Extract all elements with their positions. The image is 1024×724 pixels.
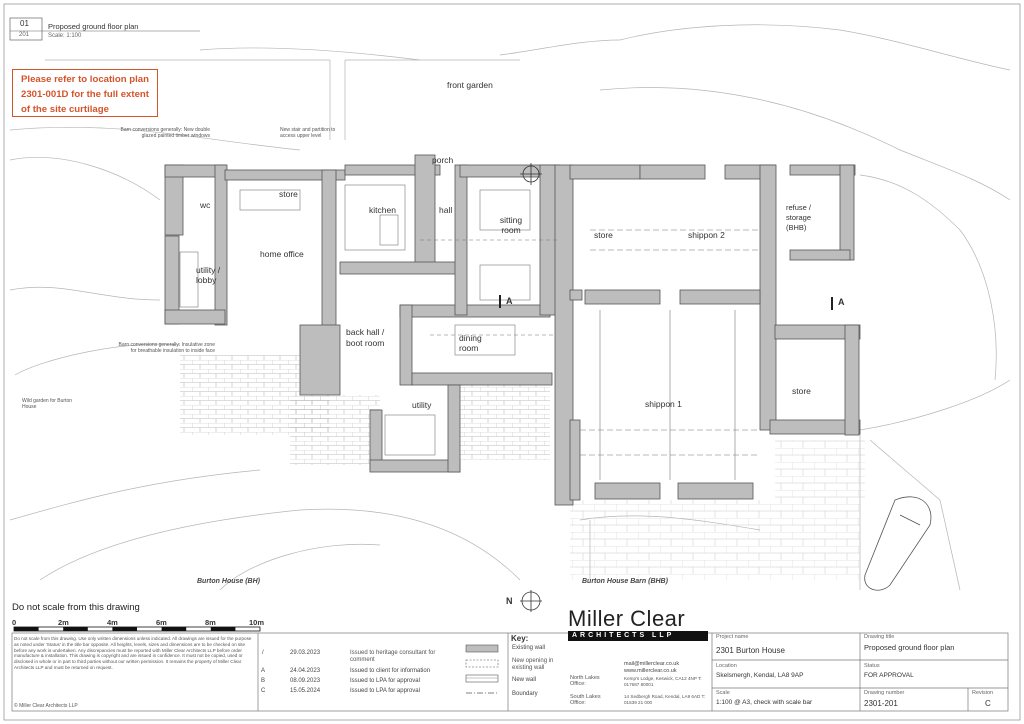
status-label: Status: [864, 663, 880, 669]
drawing-title: Proposed ground floor plan: [864, 643, 955, 652]
room-dining-room: dining room: [459, 333, 482, 353]
drawing-number-label: Drawing number: [864, 690, 905, 696]
label-burton-house-barn: Burton House Barn (BHB): [582, 578, 668, 585]
revision-date: 29.03.2023: [290, 650, 321, 656]
drawing-title-label: Drawing title: [864, 634, 895, 640]
scale-tick-2m: 2m: [58, 618, 69, 627]
scale-bar: [13, 626, 261, 632]
site-context-lines: [9, 24, 1011, 591]
scale-label: Scale: [716, 690, 730, 696]
header-scale: Scale: 1:100: [48, 33, 82, 39]
copyright-text: © Miller Clear Architects LLP: [14, 703, 78, 709]
firm-sub: ARCHITECTS LLP: [572, 632, 675, 639]
scale-tick-10m: 10m: [249, 618, 265, 627]
north-arrow-icon: [520, 163, 542, 612]
revision-rev: /: [262, 650, 264, 656]
revision-desc: Issued to LPA for approval: [350, 678, 420, 684]
room-kitchen: kitchen: [369, 205, 396, 215]
south-office-label: South Lakes Office:: [570, 694, 601, 706]
room-store-small: store: [279, 189, 298, 199]
room-porch: porch: [432, 155, 454, 165]
scale-tick-4m: 4m: [107, 618, 118, 627]
logo-block: [568, 631, 708, 641]
firm-email: mail@millerclear.co.uk: [624, 661, 680, 667]
header-title: Proposed ground floor plan: [48, 22, 139, 31]
room-shippon-1: shippon 1: [645, 399, 682, 409]
north-label: N: [506, 596, 513, 606]
firm-web: www.millerclear.co.uk: [624, 668, 677, 674]
room-refuse-storage: refuse / storage (BHB): [786, 203, 812, 232]
room-utility-lobby: utility / lobby: [196, 265, 221, 285]
revision-desc: Issued to LPA for approval: [350, 688, 420, 694]
key-samples: [465, 644, 499, 694]
room-store-right: store: [792, 386, 811, 396]
interior-lines: [179, 184, 760, 480]
revision-date: 24.04.2023: [290, 668, 321, 674]
room-home-office: home office: [260, 249, 304, 259]
note-new-stair: New stair and partition to access upper …: [280, 127, 336, 139]
revision-desc: Issued to heritage consultant for commen…: [350, 650, 436, 663]
note-barn-conversions-insulation: Barn conversions generally: Insulative z…: [118, 342, 215, 354]
revision-date: 08.09.2023: [290, 678, 321, 684]
scale-tick-8m: 8m: [205, 618, 216, 627]
label-burton-house: Burton House (BH): [197, 578, 260, 585]
scale-value: 1:100 @ A3, check with scale bar: [716, 699, 813, 706]
key-item: Boundary: [512, 691, 538, 697]
revision-rev: A: [261, 668, 266, 674]
revision-rev: B: [261, 678, 266, 684]
revision-rev: C: [261, 688, 266, 694]
note-barn-conversions-windows: Barn conversions generally: New double g…: [120, 127, 211, 139]
note-wild-garden: Wild garden for Burton House: [22, 398, 73, 410]
room-utility: utility: [412, 400, 432, 410]
room-back-hall: back hall / boot room: [346, 327, 385, 348]
key-item: Existing wall: [512, 645, 546, 651]
existing-walls: [164, 154, 861, 506]
scale-tick-0: 0: [12, 618, 17, 627]
paving-areas: [180, 355, 865, 580]
disclaimer-text: Do not scale from this drawing. Use only…: [14, 636, 252, 670]
project-name-label: Project name: [716, 634, 749, 640]
section-marker-a-left: A: [506, 296, 513, 306]
key-title: Key:: [511, 634, 529, 643]
room-hall: hall: [439, 205, 453, 215]
header-box: [9, 17, 200, 41]
sheet-sub-number: 201: [19, 32, 30, 38]
project-name: 2301 Burton House: [716, 646, 785, 655]
room-shippon-2: shippon 2: [688, 230, 725, 240]
status-value: FOR APPROVAL: [864, 672, 914, 679]
location-plan-notice: Please refer to location plan 2301-001D …: [12, 69, 158, 117]
location-label: Location: [716, 663, 737, 669]
revision-value: C: [985, 699, 991, 708]
location-value: Skelsmergh, Kendal, LA8 9AP: [716, 672, 804, 679]
section-markers: [499, 295, 833, 310]
revision-desc: Issued to client for information: [350, 668, 431, 674]
title-block-frame: [11, 632, 1009, 712]
label-front-garden: front garden: [447, 80, 493, 90]
firm-name: Miller Clear: [568, 606, 686, 631]
key-item: New wall: [512, 677, 537, 683]
south-office-address: 14 Sedbergh Road, Kendal, LA9 6AD T: 015…: [624, 694, 706, 705]
room-store-barn: store: [594, 230, 613, 240]
north-office-label: North Lakes Office:: [570, 675, 600, 687]
section-marker-a-right: A: [838, 297, 845, 307]
revision-date: 15.05.2024: [290, 688, 321, 694]
revision-label: Revision: [972, 690, 994, 696]
do-not-scale-note: Do not scale from this drawing: [12, 602, 140, 613]
room-wc: wc: [200, 200, 211, 210]
scale-tick-6m: 6m: [156, 618, 167, 627]
drawing-number: 2301-201: [864, 699, 898, 708]
sheet-number: 01: [20, 19, 29, 28]
room-sitting-room: sitting room: [499, 215, 523, 235]
north-office-address: Kemp's Lodge, Keswick, CA12 4NP T: 01768…: [624, 676, 702, 687]
car-icon: [864, 496, 932, 591]
key-item: New opening in existing wall: [512, 658, 554, 671]
